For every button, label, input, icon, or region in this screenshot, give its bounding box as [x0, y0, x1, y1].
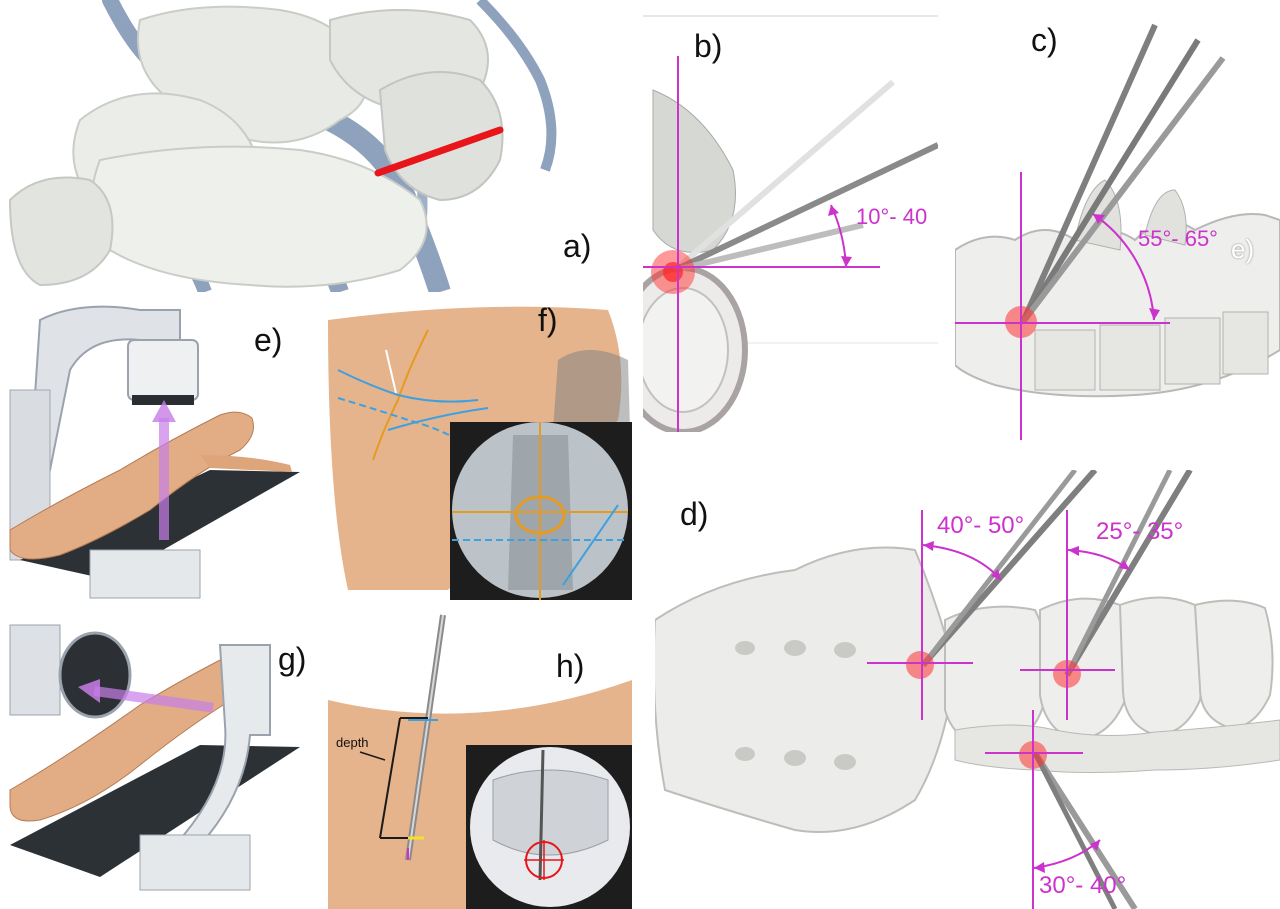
label-g: g) [278, 641, 307, 677]
label-e-small: e) [1231, 234, 1255, 264]
angle-c: 55°- 65° [1138, 226, 1218, 251]
angle-d1: 40°- 50° [937, 512, 1025, 539]
panel-g-illustration [0, 615, 318, 895]
label-e: e) [254, 322, 283, 358]
label-d: d) [680, 496, 709, 532]
panel-d-illustration [655, 470, 1280, 909]
panel-h-illustration [328, 610, 632, 909]
label-h: h) [556, 648, 585, 684]
panel-c: c) 55°- 65° e) [955, 0, 1280, 440]
panel-f-illustration [328, 300, 632, 600]
label-b: b) [694, 28, 723, 64]
panel-e-illustration [0, 300, 318, 600]
panel-c-illustration [955, 0, 1280, 440]
angle-d3: 30°- 40° [1039, 872, 1127, 899]
angle-b: 10°- 40 [856, 204, 928, 229]
label-f: f) [538, 302, 558, 338]
panel-f: f) [328, 300, 632, 600]
panel-d: d) 40°- 50° 25°- 35° 30°- 40° [655, 470, 1280, 909]
panel-e: e) [0, 300, 318, 600]
panel-h: h) depth [328, 610, 632, 909]
panel-g: g) [0, 615, 318, 895]
label-a: a) [563, 228, 592, 264]
panel-b-illustration [643, 0, 938, 432]
depth-label: depth [336, 735, 369, 750]
label-c: c) [1031, 22, 1058, 58]
panel-b: b) 10°- 40 [643, 0, 938, 432]
angle-d2: 25°- 35° [1096, 518, 1184, 545]
panel-a-illustration [0, 0, 640, 292]
panel-a: a) [0, 0, 640, 292]
